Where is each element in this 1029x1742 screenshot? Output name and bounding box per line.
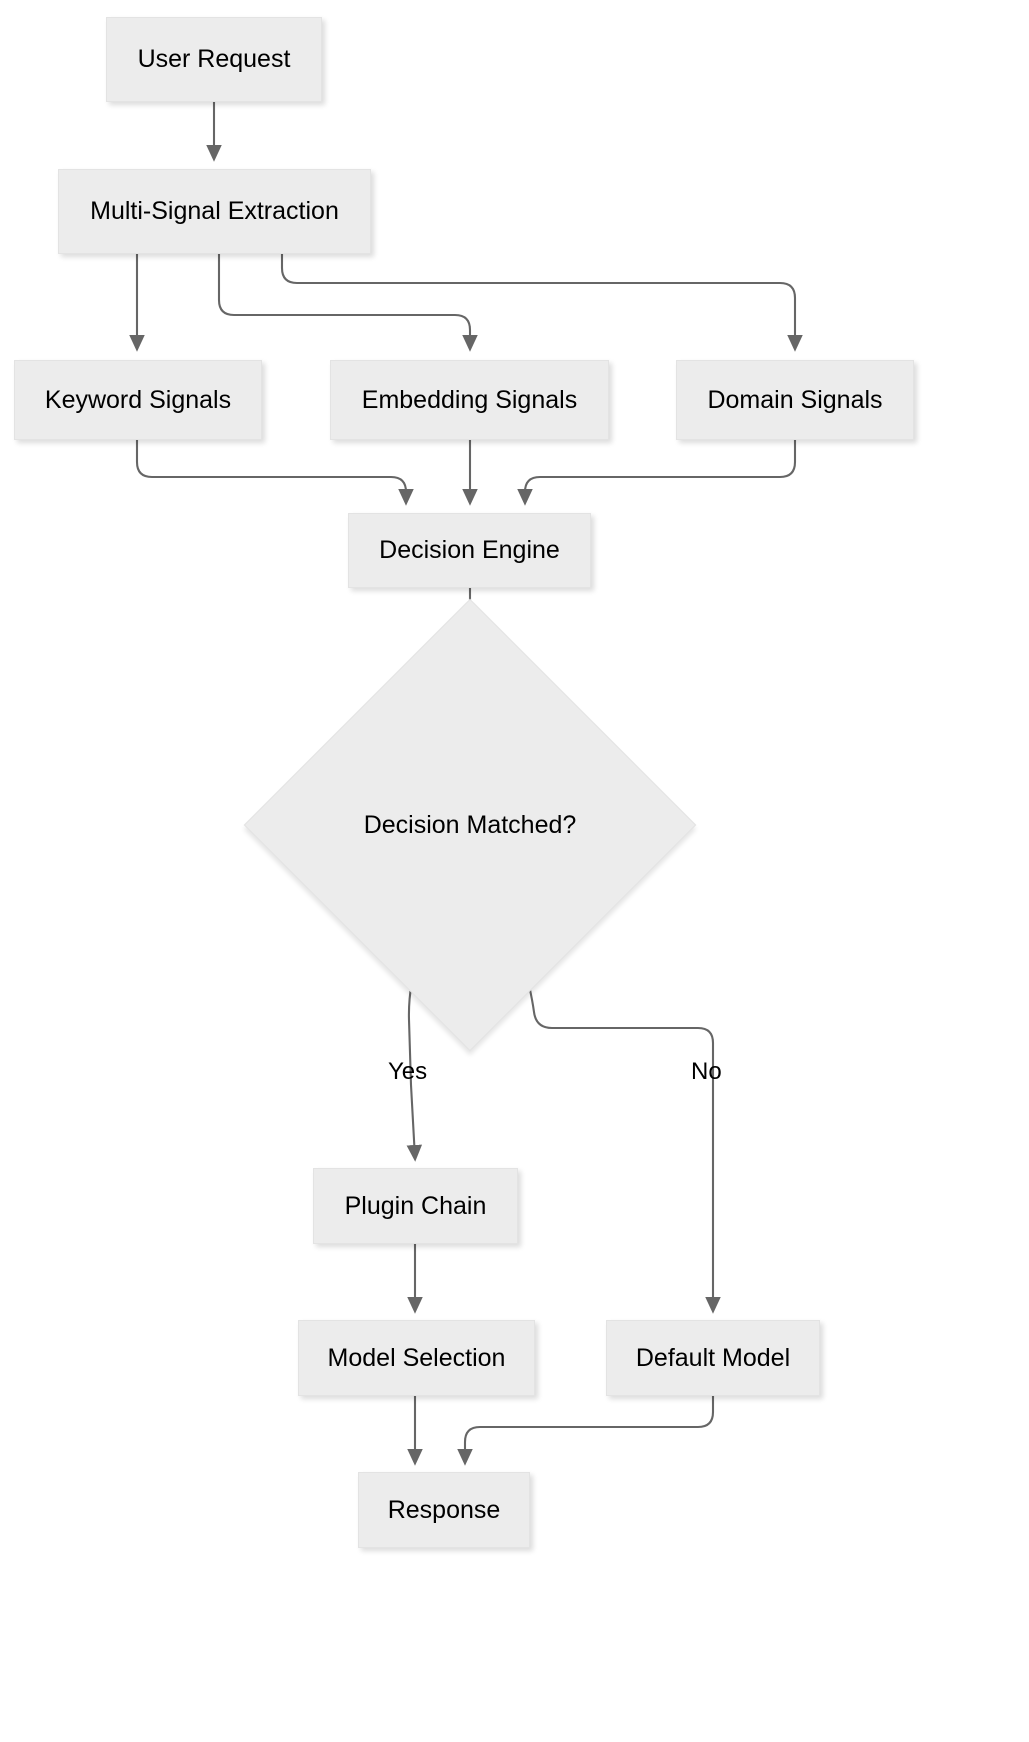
node-user-request-label: User Request bbox=[137, 45, 291, 74]
edge-default-model-to-response bbox=[457, 1396, 715, 1466]
node-response-label: Response bbox=[387, 1495, 501, 1524]
node-plugin-chain[interactable]: Plugin Chain bbox=[313, 1168, 518, 1244]
node-embedding-signals-label: Embedding Signals bbox=[361, 385, 578, 414]
node-decision-matched-label: Decision Matched? bbox=[363, 810, 577, 839]
node-user-request[interactable]: User Request bbox=[106, 17, 322, 102]
edge-domain-signals-to-decision-engine bbox=[517, 440, 797, 506]
node-model-selection-label: Model Selection bbox=[327, 1343, 506, 1372]
node-response[interactable]: Response bbox=[358, 1472, 530, 1548]
node-multi-signal-extraction[interactable]: Multi-Signal Extraction bbox=[58, 169, 371, 254]
node-embedding-signals[interactable]: Embedding Signals bbox=[330, 360, 609, 440]
node-domain-signals-label: Domain Signals bbox=[707, 385, 883, 414]
node-decision-engine-label: Decision Engine bbox=[379, 536, 560, 565]
node-decision-engine[interactable]: Decision Engine bbox=[348, 513, 591, 588]
edge-keyword-signals-to-decision-engine bbox=[135, 440, 414, 506]
node-default-model-label: Default Model bbox=[635, 1343, 791, 1372]
node-plugin-chain-label: Plugin Chain bbox=[344, 1191, 487, 1220]
node-decision-matched[interactable]: Decision Matched? bbox=[243, 598, 697, 1052]
node-model-selection[interactable]: Model Selection bbox=[298, 1320, 535, 1396]
node-default-model[interactable]: Default Model bbox=[606, 1320, 820, 1396]
edge-multi-signal-to-domain-signals bbox=[280, 254, 803, 352]
node-multi-signal-extraction-label: Multi-Signal Extraction bbox=[90, 197, 339, 226]
edge-decision-matched-no-to-default-model bbox=[519, 952, 721, 1314]
node-keyword-signals-label: Keyword Signals bbox=[44, 385, 232, 414]
edge-label-no: No bbox=[691, 1058, 722, 1085]
edge-label-yes: Yes bbox=[388, 1058, 428, 1085]
node-keyword-signals[interactable]: Keyword Signals bbox=[14, 360, 262, 440]
edge-multi-signal-to-embedding-signals bbox=[217, 254, 478, 352]
node-domain-signals[interactable]: Domain Signals bbox=[676, 360, 914, 440]
